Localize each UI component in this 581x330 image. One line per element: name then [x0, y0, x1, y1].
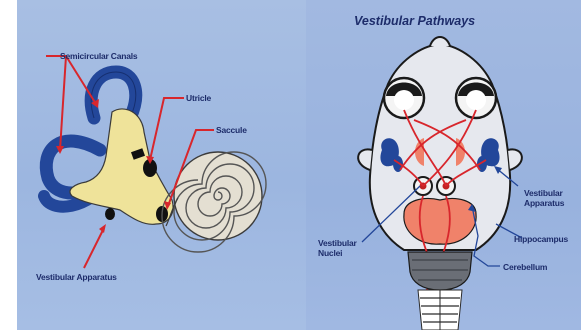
ampulla-spot [105, 208, 115, 220]
left-ear [358, 149, 372, 170]
label-saccule: Saccule [216, 125, 247, 135]
label-hippocampus: Hippocampus [514, 234, 568, 244]
label-cerebellum: Cerebellum [503, 262, 547, 272]
label-semicircular-canals: Semicircular Canals [60, 51, 137, 61]
label-vestibular-apparatus: Vestibular Apparatus [36, 272, 117, 282]
cochlea [162, 152, 266, 252]
label-vestibular-nuclei-line2: Nuclei [318, 248, 342, 258]
vestibular-pathways-illustration [358, 37, 522, 330]
label-vestibular-nuclei-line1: Vestibular [318, 238, 357, 248]
nose [430, 37, 450, 46]
diagram-title: Vestibular Pathways [354, 14, 475, 28]
cerebellum-brainstem [408, 252, 472, 330]
label-vestibular-apparatus-right-line1: Vestibular [524, 188, 563, 198]
inner-ear-illustration [44, 56, 266, 268]
label-vestibular-apparatus-right-line2: Apparatus [524, 198, 564, 208]
label-utricle: Utricle [186, 93, 211, 103]
hippocampus-region [404, 199, 476, 245]
right-ear [508, 149, 522, 170]
